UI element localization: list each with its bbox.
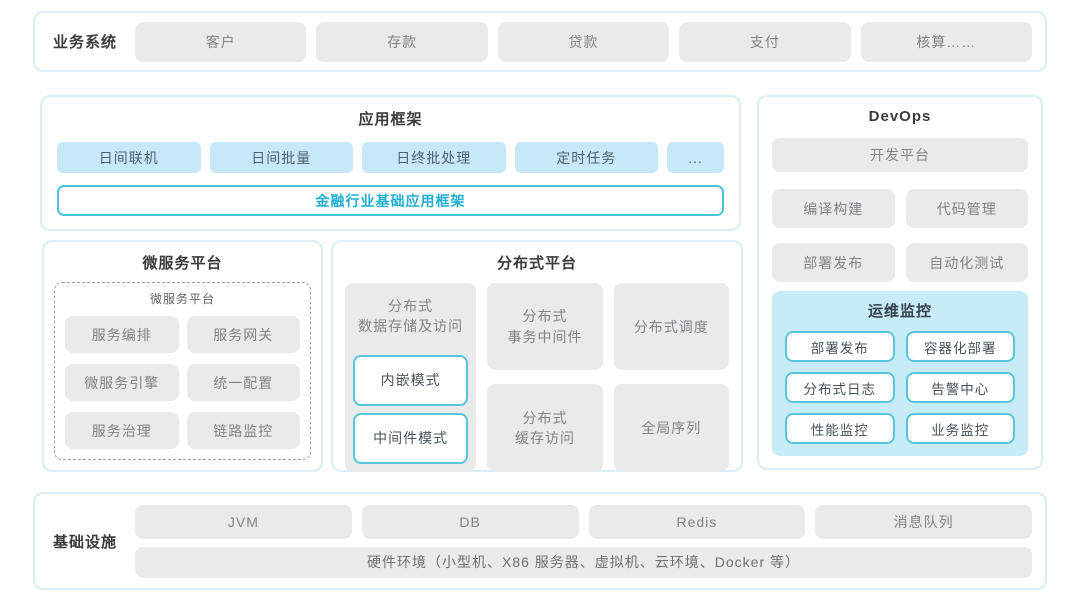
- devops-tool-chip: 部署发布: [772, 243, 895, 282]
- distributed-column: 分布式调度 全局序列: [613, 283, 729, 472]
- business-system-chip: 支付: [679, 21, 851, 62]
- distributed-chip: 分布式 缓存访问: [487, 384, 603, 472]
- storage-mode-chip: 内嵌模式: [353, 354, 469, 406]
- devops-title: DevOps: [868, 108, 932, 125]
- microservice-chip: 服务编排: [65, 316, 179, 353]
- ops-monitoring-chip: 性能监控: [785, 413, 895, 444]
- storage-mode-chip: 中间件模式: [353, 412, 469, 464]
- distributed-panel: 分布式平台 分布式 数据存储及访问 内嵌模式 中间件模式 分布式 事务中间件 分…: [331, 240, 743, 472]
- app-framework-title: 应用框架: [358, 111, 423, 128]
- distributed-grid: 分布式 数据存储及访问 内嵌模式 中间件模式 分布式 事务中间件 分布式 缓存访…: [345, 283, 729, 472]
- app-framework-modules-row: 日间联机 日间批量 日终批处理 定时任务 ...: [57, 142, 724, 173]
- ops-monitoring-grid: 部署发布 容器化部署 分布式日志 告警中心 性能监控 业务监控: [785, 331, 1015, 444]
- devops-tool-chip: 自动化测试: [905, 243, 1028, 282]
- app-module-chip: 日间联机: [57, 142, 201, 173]
- microservice-title: 微服务平台: [142, 255, 223, 272]
- distributed-chip: 全局序列: [613, 384, 729, 472]
- microservice-chip: 微服务引擎: [65, 364, 179, 401]
- infrastructure-label: 基础设施: [52, 533, 117, 551]
- devops-tool-chip: 编译构建: [772, 189, 895, 228]
- business-systems-panel: 业务系统 客户 存款 贷款 支付 核算……: [33, 11, 1047, 72]
- microservice-inner-title: 微服务平台: [149, 292, 215, 306]
- dev-platform-chip: 开发平台: [772, 138, 1028, 172]
- app-framework-panel: 应用框架 日间联机 日间批量 日终批处理 定时任务 ... 金融行业基础应用框架: [40, 95, 741, 231]
- distributed-storage-box: 分布式 数据存储及访问 内嵌模式 中间件模式: [345, 283, 477, 472]
- distributed-title: 分布式平台: [496, 255, 577, 272]
- ops-monitoring-panel: 运维监控 部署发布 容器化部署 分布式日志 告警中心 性能监控 业务监控: [772, 291, 1028, 456]
- infrastructure-row: JVM DB Redis 消息队列: [135, 504, 1032, 539]
- infrastructure-chip: 消息队列: [815, 504, 1032, 539]
- infrastructure-chip: JVM: [135, 504, 352, 539]
- infrastructure-chip: Redis: [588, 504, 806, 539]
- app-module-more-chip: ...: [667, 142, 724, 173]
- infrastructure-panel: 基础设施 JVM DB Redis 消息队列 硬件环境（小型机、X86 服务器、…: [33, 492, 1047, 590]
- ops-monitoring-chip: 部署发布: [785, 331, 895, 362]
- business-systems-row: 客户 存款 贷款 支付 核算……: [135, 21, 1033, 62]
- hardware-env-bar: 硬件环境（小型机、X86 服务器、虚拟机、云环境、Docker 等）: [135, 546, 1032, 578]
- ops-monitoring-chip: 容器化部署: [905, 331, 1015, 362]
- distributed-chip: 分布式调度: [613, 283, 729, 371]
- business-systems-label: 业务系统: [52, 34, 117, 51]
- infrastructure-column: JVM DB Redis 消息队列 硬件环境（小型机、X86 服务器、虚拟机、云…: [135, 504, 1032, 578]
- distributed-column: 分布式 事务中间件 分布式 缓存访问: [487, 283, 603, 472]
- app-module-chip: 日终批处理: [362, 142, 506, 173]
- microservice-chip: 统一配置: [186, 364, 300, 401]
- business-system-chip: 贷款: [497, 21, 670, 62]
- ops-monitoring-chip: 业务监控: [905, 413, 1015, 444]
- devops-tool-chip: 代码管理: [905, 189, 1028, 228]
- base-framework-bar: 金融行业基础应用框架: [57, 185, 724, 216]
- ops-monitoring-chip: 告警中心: [905, 372, 1015, 403]
- microservice-grid: 服务编排 服务网关 微服务引擎 统一配置 服务治理 链路监控: [65, 316, 300, 449]
- business-system-chip: 存款: [316, 21, 488, 62]
- microservice-chip: 服务治理: [65, 412, 179, 449]
- microservice-inner-box: 微服务平台 服务编排 服务网关 微服务引擎 统一配置 服务治理 链路监控: [54, 282, 311, 460]
- distributed-storage-title: 分布式 数据存储及访问: [358, 298, 464, 335]
- app-module-chip: 日间批量: [209, 142, 353, 173]
- business-system-chip: 核算……: [860, 21, 1033, 62]
- distributed-chip: 分布式 事务中间件: [487, 283, 603, 371]
- infrastructure-chip: DB: [361, 504, 579, 539]
- devops-tools-grid: 编译构建 代码管理 部署发布 自动化测试: [772, 189, 1028, 282]
- microservice-chip: 服务网关: [186, 316, 300, 353]
- microservice-chip: 链路监控: [186, 412, 300, 449]
- devops-panel: DevOps 开发平台 编译构建 代码管理 部署发布 自动化测试 运维监控 部署…: [757, 95, 1043, 470]
- microservice-panel: 微服务平台 微服务平台 服务编排 服务网关 微服务引擎 统一配置 服务治理 链路…: [42, 240, 323, 472]
- business-system-chip: 客户: [135, 21, 307, 62]
- ops-monitoring-title: 运维监控: [867, 303, 932, 320]
- app-module-chip: 定时任务: [514, 142, 658, 173]
- ops-monitoring-chip: 分布式日志: [785, 372, 895, 403]
